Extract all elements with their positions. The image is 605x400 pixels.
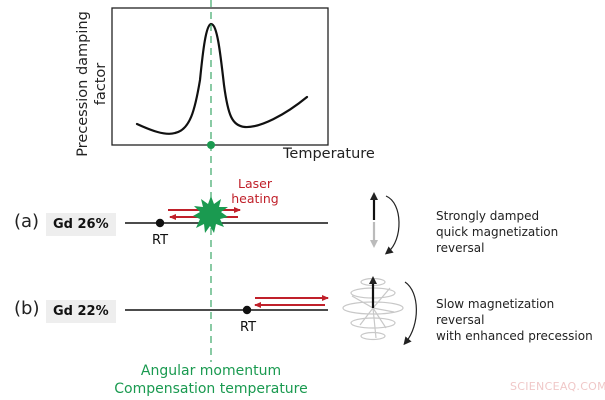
- plot-frame: [111, 7, 329, 146]
- rt-point-b: [242, 305, 252, 315]
- laser-heating-label: Laser heating: [230, 176, 280, 206]
- spin-flip-icon: [370, 192, 400, 255]
- caption-line2: Compensation temperature: [114, 381, 308, 397]
- rt-point-a: [155, 218, 165, 228]
- laser-heating-line2: heating: [231, 191, 279, 206]
- row-a-description-line1: Strongly damped: [436, 209, 540, 223]
- row-b-description-line1: Slow magnetization reversal: [436, 297, 555, 327]
- laser-burst-icon: [193, 196, 228, 233]
- row-a-description: Strongly damped quick magnetization reve…: [436, 208, 605, 256]
- compensation-caption: Angular momentum Compensation temperatur…: [111, 362, 311, 398]
- row-a-composition: Gd 26%: [46, 213, 116, 236]
- y-axis-label: Precession damping factor: [62, 11, 122, 157]
- row-a-graphics: [125, 196, 328, 233]
- spin-precession-icon: [342, 276, 417, 346]
- laser-heating-line1: Laser: [238, 176, 272, 191]
- row-b-rt-label: RT: [240, 320, 257, 335]
- row-b-letter: (b): [14, 298, 40, 319]
- row-b-composition: Gd 22%: [46, 300, 116, 323]
- row-a-description-line2: quick magnetization reversal: [436, 225, 559, 255]
- compensation-dot: [207, 141, 215, 149]
- row-b-description-line2: with enhanced precession: [436, 329, 593, 343]
- row-b-graphics: [125, 295, 329, 315]
- damping-curve: [135, 22, 309, 135]
- y-axis-label-line1: Precession damping: [75, 11, 91, 157]
- y-axis-label-line2: factor: [93, 62, 109, 106]
- row-a-rt-label: RT: [152, 233, 169, 248]
- row-a-letter: (a): [14, 211, 40, 232]
- row-b-description: Slow magnetization reversal with enhance…: [436, 296, 605, 344]
- watermark: SCIENCEAQ.COM: [510, 380, 605, 393]
- caption-line1: Angular momentum: [140, 363, 282, 379]
- x-axis-label: Temperature: [283, 146, 375, 162]
